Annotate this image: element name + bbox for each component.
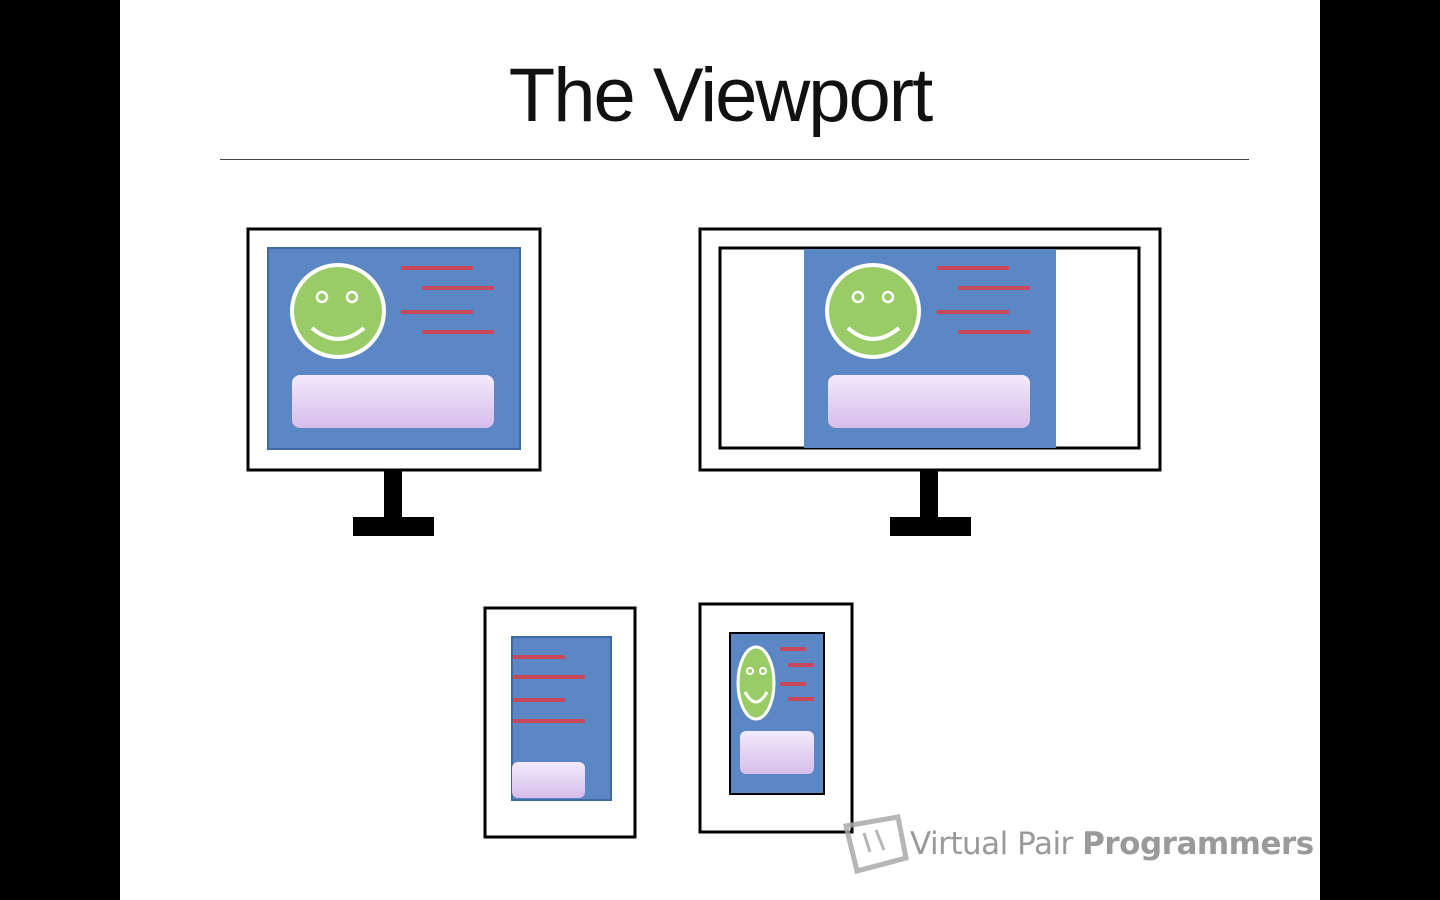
watermark: Virtual Pair Programmers (910, 826, 1314, 862)
phone-scaled (698, 602, 854, 834)
content-box (828, 375, 1030, 428)
desktop-monitor (246, 227, 542, 536)
text-lines (513, 655, 585, 723)
monitor-neck (920, 470, 938, 518)
smiley-face-icon (825, 263, 921, 359)
text-lines (780, 647, 814, 701)
content-box (740, 731, 814, 774)
monitor-base (353, 517, 434, 536)
smiley-face-icon (290, 263, 386, 359)
widescreen-monitor (698, 227, 1162, 536)
watermark-brand-light: Virtual Pair (910, 826, 1073, 862)
monitor-base (890, 517, 971, 536)
slide-title: The Viewport (508, 53, 933, 138)
brand-logo-icon (842, 814, 909, 875)
smiley-face-icon (736, 645, 776, 721)
phone-cropped (483, 606, 637, 839)
title-divider (220, 159, 1249, 160)
text-lines (401, 266, 494, 334)
watermark-brand-bold: Programmers (1082, 826, 1314, 862)
content-box (512, 762, 585, 798)
text-lines (937, 266, 1030, 334)
content-box (292, 375, 494, 428)
monitor-neck (384, 470, 402, 518)
